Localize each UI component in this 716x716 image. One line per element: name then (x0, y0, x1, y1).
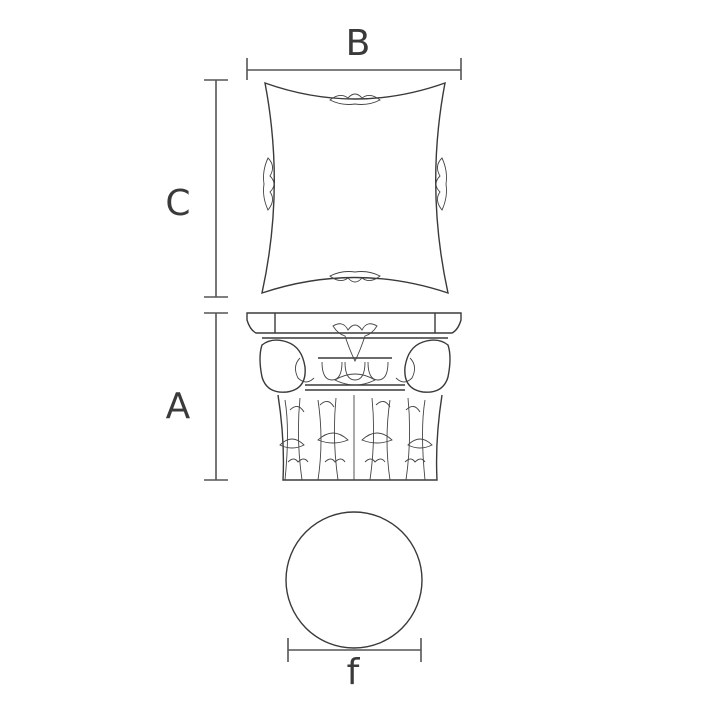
dimension-b: B (246, 23, 462, 80)
label-f: f (347, 652, 361, 693)
plan-ornament (263, 93, 447, 283)
label-b: B (346, 23, 371, 64)
label-a: A (166, 386, 191, 427)
dimension-a: A (166, 312, 228, 481)
acanthus-leaves (279, 373, 433, 481)
plan-view (261, 81, 449, 295)
dimension-c: C (165, 79, 228, 298)
dimension-f: f (287, 638, 422, 693)
capital-elevation (246, 312, 462, 481)
base-circle (285, 511, 423, 649)
label-c: C (165, 183, 190, 224)
